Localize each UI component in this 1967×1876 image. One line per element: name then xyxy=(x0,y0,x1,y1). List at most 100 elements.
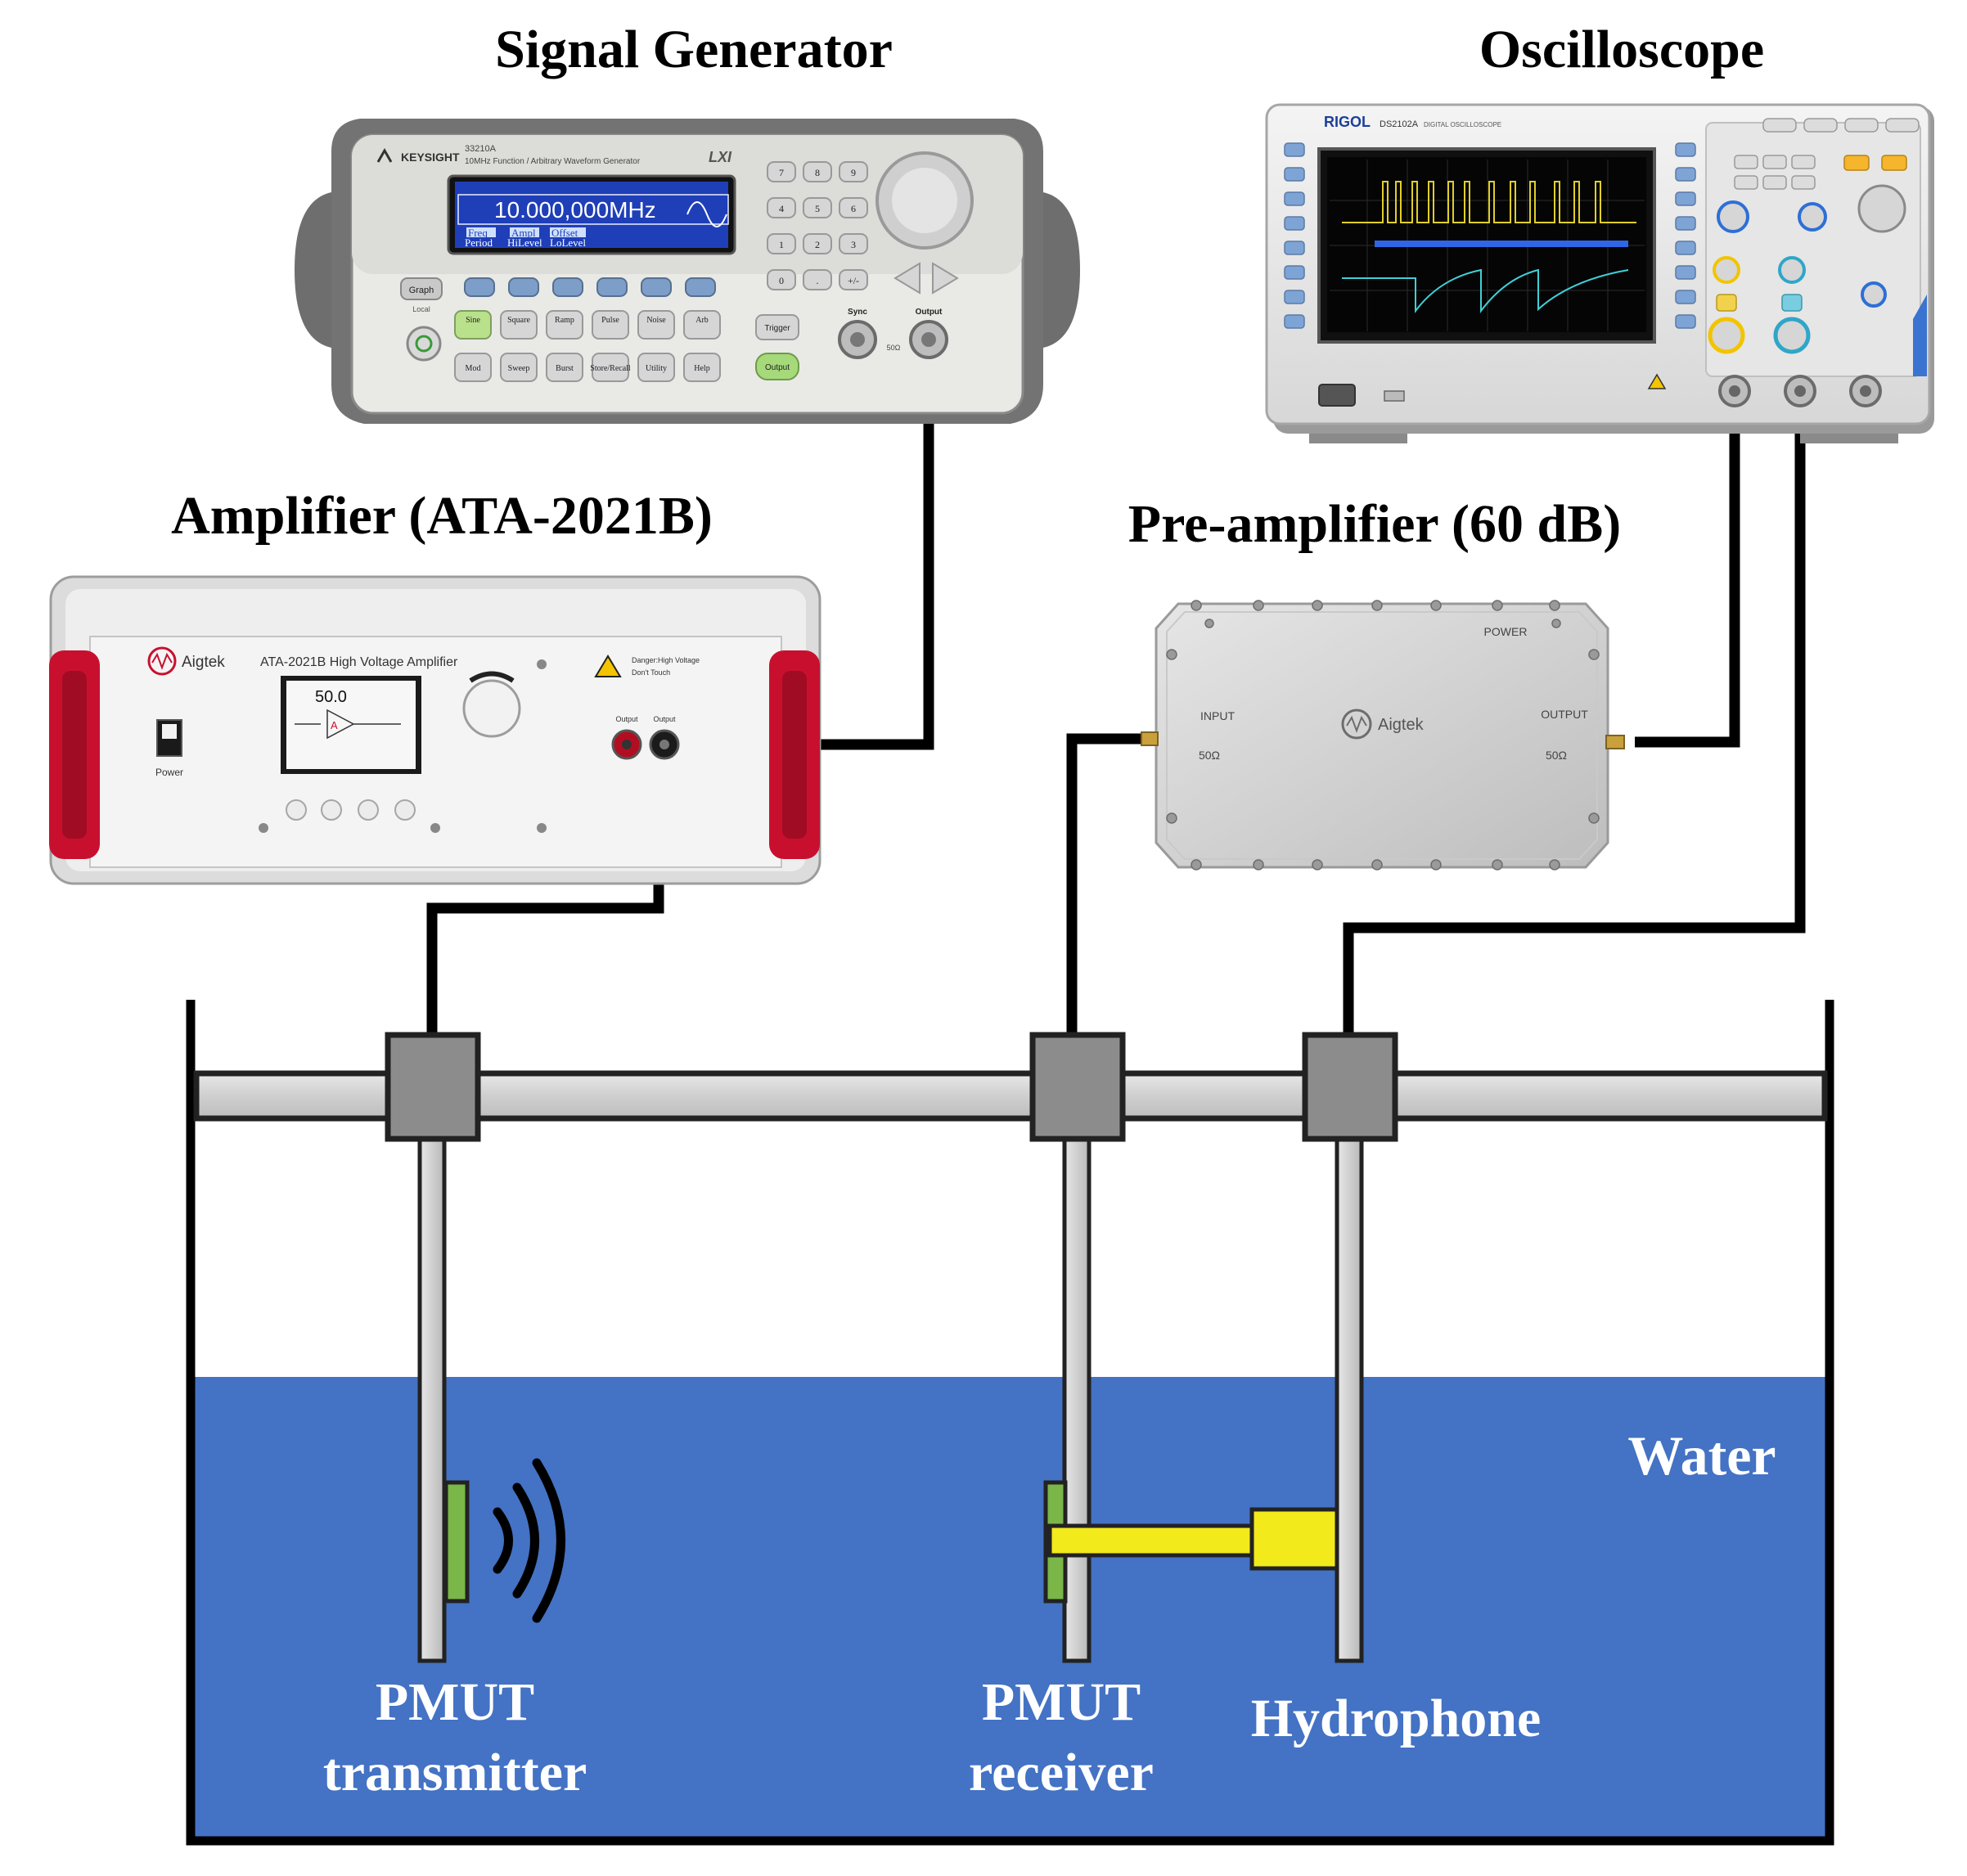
water-body xyxy=(191,1377,1825,1838)
svg-text:50Ω: 50Ω xyxy=(1546,749,1567,762)
svg-text:Burst: Burst xyxy=(556,364,574,373)
arrow-right-button[interactable] xyxy=(932,262,959,295)
burst-button[interactable] xyxy=(546,353,583,382)
svg-text:3: 3 xyxy=(851,239,856,250)
oscilloscope-device: RIGOL DS2102A DIGITAL OSCILLOSCOPE xyxy=(1265,103,1934,443)
amp-button-2[interactable] xyxy=(321,799,342,821)
square-button[interactable] xyxy=(500,310,538,340)
ch2-scale-knob[interactable] xyxy=(1773,317,1811,354)
sine-wave-icon xyxy=(686,201,727,227)
hydrophone-label: Hydrophone xyxy=(1251,1689,1542,1748)
hydrophone-body xyxy=(1249,1507,1339,1571)
keypad-4[interactable] xyxy=(767,197,796,218)
multipurpose-knob[interactable] xyxy=(1857,184,1906,233)
cable-preamp-to-scope-ch1 xyxy=(1635,391,1740,748)
power-button[interactable] xyxy=(406,326,442,362)
keypad-9[interactable] xyxy=(839,161,868,182)
softkey-row xyxy=(464,277,716,297)
svg-text:5: 5 xyxy=(815,203,820,214)
svg-text:Offset: Offset xyxy=(551,227,578,239)
single-button[interactable] xyxy=(1881,155,1907,171)
mod-button[interactable] xyxy=(454,353,492,382)
keypad-3[interactable] xyxy=(839,233,868,254)
softkey-5[interactable] xyxy=(641,277,672,297)
utility-button[interactable] xyxy=(637,353,675,382)
trigger-level-knob[interactable] xyxy=(1861,281,1887,308)
pmut-transmitter-label-line2: transmitter xyxy=(323,1743,587,1802)
amp-button-4[interactable] xyxy=(394,799,416,821)
output-enable-button[interactable] xyxy=(755,353,799,380)
svg-text:DS2102A: DS2102A xyxy=(1380,119,1419,129)
amplifier-gain-knob[interactable] xyxy=(462,679,521,738)
help-button[interactable] xyxy=(683,353,721,382)
svg-text:50Ω: 50Ω xyxy=(1199,749,1220,762)
amp-button-3[interactable] xyxy=(358,799,379,821)
receiver-rod xyxy=(1062,1131,1092,1663)
svg-text:Trigger: Trigger xyxy=(764,324,790,333)
svg-text:Pulse: Pulse xyxy=(601,316,619,325)
softkey-3[interactable] xyxy=(552,277,583,297)
lxi-logo: LXI xyxy=(709,149,732,165)
run-stop-button[interactable] xyxy=(1843,155,1870,171)
preamp-output-sma[interactable] xyxy=(1605,735,1625,749)
ramp-button[interactable] xyxy=(546,310,583,340)
svg-text:Freq: Freq xyxy=(468,227,488,239)
cable-hydrophone-to-scope-ch2 xyxy=(1343,391,1806,1035)
cable-receiver-to-preamp xyxy=(1066,733,1144,1035)
keypad-5[interactable] xyxy=(803,197,832,218)
scope-side-buttons xyxy=(1284,142,1696,329)
svg-text:Period: Period xyxy=(465,236,493,249)
preamp-input-sma[interactable] xyxy=(1141,731,1159,746)
signal-generator-title: Signal Generator xyxy=(495,20,893,79)
keypad-0[interactable] xyxy=(767,269,796,290)
svg-text:Store/Recall: Store/Recall xyxy=(590,364,631,373)
ch1-button[interactable] xyxy=(1716,294,1737,312)
amp-button-1[interactable] xyxy=(286,799,307,821)
svg-text:Output: Output xyxy=(765,363,790,372)
graph-button[interactable] xyxy=(400,277,443,300)
sine-button[interactable] xyxy=(454,310,492,340)
keypad-7[interactable] xyxy=(767,161,796,182)
svg-text:Mod: Mod xyxy=(466,364,481,373)
svg-text:Sweep: Sweep xyxy=(508,364,530,373)
svg-text:Utility: Utility xyxy=(646,364,667,373)
keypad-plus-minus[interactable] xyxy=(839,269,868,290)
danger-warning-icon xyxy=(594,655,622,677)
ch2-position-knob[interactable] xyxy=(1778,256,1806,284)
scope-side-accent xyxy=(1913,295,1927,376)
softkey-1[interactable] xyxy=(464,277,495,297)
arrow-left-button[interactable] xyxy=(893,262,920,295)
keypad-6[interactable] xyxy=(839,197,868,218)
svg-text:Noise: Noise xyxy=(646,316,666,325)
horizontal-position-knob[interactable] xyxy=(1717,200,1749,233)
svg-text:Help: Help xyxy=(694,364,709,373)
arb-button[interactable] xyxy=(683,310,721,340)
ch2-trace xyxy=(1342,268,1629,313)
svg-text:0: 0 xyxy=(779,275,784,286)
ch2-button[interactable] xyxy=(1781,294,1803,312)
aigtek-brand: Aigtek xyxy=(182,654,225,671)
keypad-dot[interactable] xyxy=(803,269,832,290)
noise-button[interactable] xyxy=(637,310,675,340)
trigger-button[interactable] xyxy=(755,314,799,340)
svg-text:Sine: Sine xyxy=(466,316,480,325)
scope-power-button[interactable] xyxy=(1318,384,1356,407)
ch1-scale-knob[interactable] xyxy=(1708,317,1745,354)
svg-text:Arb: Arb xyxy=(695,316,709,325)
softkey-2[interactable] xyxy=(508,277,539,297)
pulse-button[interactable] xyxy=(592,310,629,340)
softkey-4[interactable] xyxy=(596,277,628,297)
pmut-receiver-label-line1: PMUT xyxy=(982,1672,1141,1732)
keysight-logo-text: KEYSIGHT xyxy=(401,151,460,164)
ch1-position-knob[interactable] xyxy=(1713,256,1740,284)
softkey-6[interactable] xyxy=(685,277,716,297)
aigtek-logo-icon xyxy=(147,646,177,676)
store-recall-button[interactable] xyxy=(592,353,629,382)
keypad-1[interactable] xyxy=(767,233,796,254)
horizontal-scale-knob[interactable] xyxy=(1798,202,1827,232)
scope-top-buttons xyxy=(1734,118,1920,190)
sweep-button[interactable] xyxy=(500,353,538,382)
water-label: Water xyxy=(1627,1424,1776,1487)
keypad-8[interactable] xyxy=(803,161,832,182)
keypad-2[interactable] xyxy=(803,233,832,254)
